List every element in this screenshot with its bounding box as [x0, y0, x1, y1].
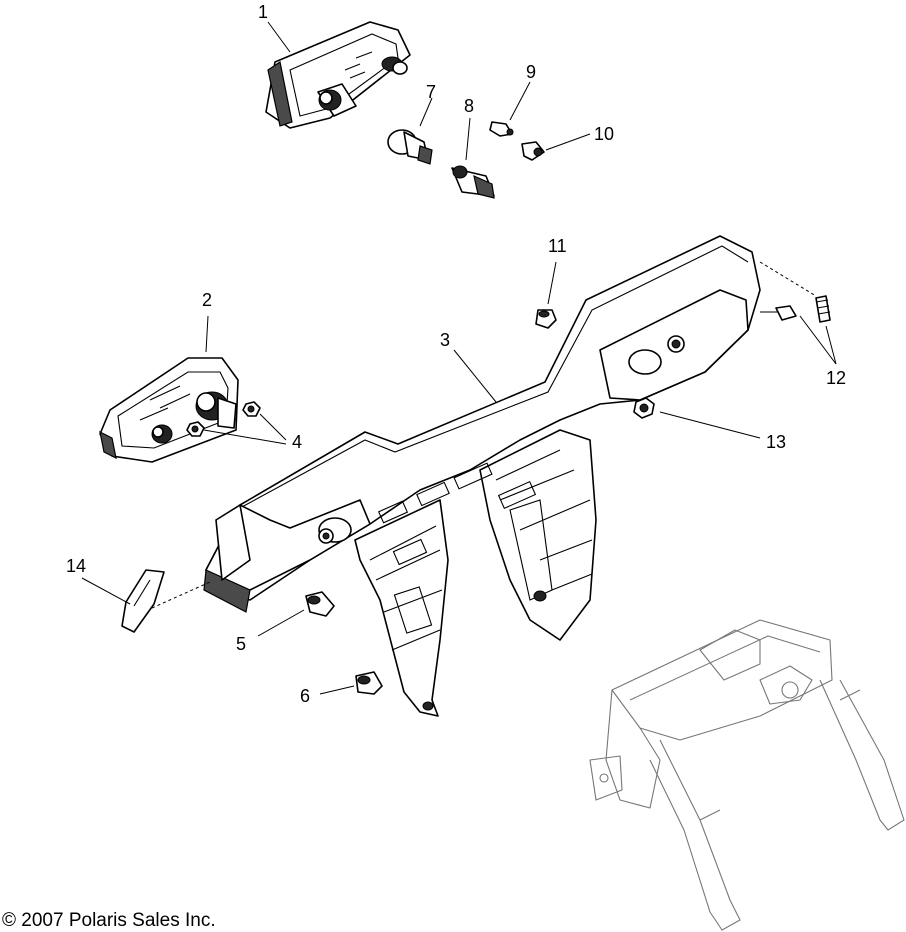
reference-frame-outline — [589, 619, 905, 931]
taillight-lower — [99, 357, 239, 463]
callout-13: 13 — [766, 432, 786, 452]
fastener-5 — [305, 591, 335, 617]
reflector-14 — [121, 569, 165, 633]
callout-4: 4 — [292, 432, 302, 452]
screw-12-b — [815, 295, 831, 323]
copyright-text: © 2007 Polaris Sales Inc. — [2, 910, 216, 931]
callout-10: 10 — [594, 124, 614, 144]
bolt-11 — [535, 309, 557, 329]
socket-8 — [451, 165, 495, 199]
taillight-upper — [265, 21, 411, 129]
screw-12-a — [760, 305, 797, 321]
callout-11: 11 — [548, 236, 567, 256]
callout-14: 14 — [66, 556, 86, 576]
callout-9: 9 — [526, 62, 536, 82]
callout-8: 8 — [464, 96, 474, 116]
bulb-9 — [489, 121, 514, 137]
fastener-6 — [355, 671, 383, 695]
callout-3: 3 — [440, 330, 450, 350]
callout-1: 1 — [258, 2, 268, 22]
leader-lines — [81, 21, 837, 695]
nut-13 — [633, 397, 655, 419]
callout-labels: 1 2 3 4 5 6 7 8 9 10 11 12 13 14 — [66, 2, 846, 706]
callout-7: 7 — [426, 82, 436, 102]
nut-4-lower — [186, 421, 205, 437]
callout-5: 5 — [236, 634, 246, 654]
rear-frame-bracket — [203, 235, 761, 717]
callout-6: 6 — [300, 686, 310, 706]
bulb-7 — [387, 129, 433, 165]
socket-10 — [521, 141, 545, 161]
callout-12: 12 — [826, 368, 846, 388]
nut-4-upper — [242, 401, 261, 417]
callout-2: 2 — [202, 290, 212, 310]
